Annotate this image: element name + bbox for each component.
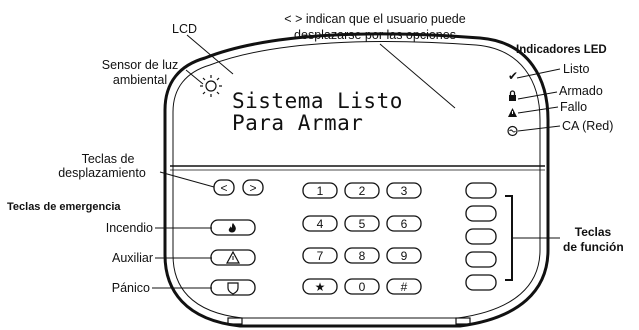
key-1-label: 1 — [317, 184, 324, 198]
led-ready-label: Listo — [563, 62, 590, 76]
leader-ready — [516, 68, 561, 79]
leader-scroll-keys — [159, 171, 215, 188]
function-key-2[interactable] — [465, 205, 497, 222]
leader-scroll-note — [379, 43, 456, 109]
lcd-line-2: Para Armar — [232, 111, 363, 135]
key-5-label: 5 — [359, 217, 366, 231]
key-3[interactable]: 3 — [386, 182, 422, 199]
key-hash[interactable]: # — [386, 278, 422, 295]
key-7[interactable]: 7 — [302, 247, 338, 264]
ambient-sensor-label-line-2: ambiental — [112, 73, 168, 87]
key-4[interactable]: 4 — [302, 215, 338, 232]
function-key-3[interactable] — [465, 228, 497, 245]
function-keys-label-line-2: de función — [563, 240, 624, 254]
lcd-line-1: Sistema Listo — [232, 89, 403, 113]
key-0[interactable]: 0 — [344, 278, 380, 295]
ready-check-icon: ✔ — [508, 69, 518, 83]
scroll-right-key[interactable]: > — [242, 179, 264, 196]
scroll-left-label: < — [220, 181, 227, 195]
key-7-label: 7 — [317, 249, 324, 263]
foot-right — [455, 317, 471, 325]
scroll-left-key[interactable]: < — [213, 179, 235, 196]
key-0-label: 0 — [359, 280, 366, 294]
leader-trouble — [517, 106, 559, 114]
panic-key[interactable] — [210, 279, 256, 296]
key-6-label: 6 — [401, 217, 408, 231]
function-key-5[interactable] — [465, 274, 497, 291]
leader-sensor — [185, 69, 204, 85]
scroll-keys-label-line-1: Teclas de — [81, 152, 135, 166]
led-trouble-label: Fallo — [560, 100, 588, 114]
key-2-label: 2 — [359, 184, 366, 198]
leader-lines — [152, 34, 561, 289]
flame-icon — [228, 223, 236, 233]
key-star-label: ★ — [315, 280, 326, 294]
function-key-1[interactable] — [465, 182, 497, 199]
key-1[interactable]: 1 — [302, 182, 338, 199]
keypad-outline — [163, 32, 550, 328]
scroll-note-line-2: desplazarse por las opciones — [294, 28, 456, 42]
ambient-light-sensor-icon — [200, 75, 222, 97]
fire-key[interactable] — [210, 219, 256, 236]
key-hash-label: # — [401, 280, 408, 294]
armed-lock-icon — [509, 90, 516, 101]
ac-power-icon — [507, 125, 518, 137]
key-8-label: 8 — [359, 249, 366, 263]
fire-label: Incendio — [105, 221, 153, 235]
function-keys-label-line-1: Teclas — [574, 225, 612, 239]
key-3-label: 3 — [401, 184, 408, 198]
auxiliary-key[interactable] — [210, 249, 256, 266]
foot-left — [227, 317, 243, 325]
scroll-right-label: > — [249, 181, 256, 195]
shield-icon — [227, 282, 239, 295]
panic-label: Pánico — [111, 281, 150, 295]
function-key-4[interactable] — [465, 251, 497, 268]
auxiliary-label: Auxiliar — [112, 251, 153, 265]
leader-ac — [517, 125, 561, 132]
key-9-label: 9 — [401, 249, 408, 263]
led-ac-label: CA (Red) — [562, 119, 614, 133]
led-armed-label: Armado — [559, 84, 603, 98]
scroll-note-line-1: < > indican que el usuario puede — [284, 12, 466, 26]
ambient-sensor-label-line-1: Sensor de luz — [101, 58, 179, 72]
function-keys-bracket — [505, 195, 513, 281]
scroll-keys-label-line-2: desplazamiento — [58, 166, 146, 180]
emergency-keys-label: Teclas de emergencia — [7, 201, 121, 213]
warning-triangle-icon — [225, 250, 241, 264]
key-8[interactable]: 8 — [344, 247, 380, 264]
key-4-label: 4 — [317, 217, 324, 231]
led-indicators-header: Indicadores LED — [516, 44, 607, 56]
trouble-warning-icon — [508, 108, 517, 117]
keypad-inner-outline — [172, 41, 541, 319]
key-star[interactable]: ★ — [302, 278, 338, 295]
leader-lcd — [186, 34, 234, 75]
key-6[interactable]: 6 — [386, 215, 422, 232]
key-5[interactable]: 5 — [344, 215, 380, 232]
leader-armed — [517, 91, 558, 100]
key-9[interactable]: 9 — [386, 247, 422, 264]
lcd-label: LCD — [172, 22, 198, 36]
key-2[interactable]: 2 — [344, 182, 380, 199]
